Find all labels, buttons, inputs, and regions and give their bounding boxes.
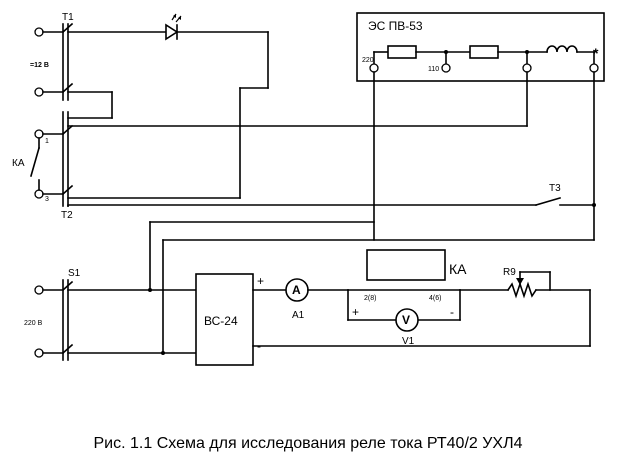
figure-caption: Рис. 1.1 Схема для исследования реле ток… (94, 435, 523, 452)
ammeter-ref: A1 (292, 310, 305, 321)
es-star-label: * (593, 45, 599, 61)
es-110-label: 110 (428, 66, 439, 73)
contact-3-label: 3 (45, 196, 49, 203)
t1-label: T1 (62, 12, 74, 23)
relay-label: КА (449, 261, 467, 277)
s1-label: S1 (68, 268, 81, 279)
voltmeter-ref: V1 (402, 336, 415, 347)
es-pv53-unit (356, 12, 605, 82)
rectifier-block (195, 273, 254, 366)
ka-contact-label: КА (12, 158, 25, 169)
rheostat-label: R9 (503, 267, 516, 278)
t2-contact-group (30, 111, 528, 207)
s1-switch-group (34, 279, 197, 361)
es-pv53-title: ЭС ПВ-53 (368, 19, 423, 33)
es-220-label: 220 (362, 57, 374, 64)
rectifier-plus: + (257, 274, 264, 288)
contact-1-label: 1 (45, 138, 49, 145)
relay-plus: + (352, 305, 359, 319)
relay-minus: - (450, 305, 454, 319)
voltmeter (395, 308, 419, 332)
t1-contact-group (34, 13, 269, 199)
led-indicator (165, 13, 182, 41)
relay-pin-right: 4(6) (429, 295, 441, 302)
rectifier-label: ВС-24 (204, 314, 238, 328)
rheostat-r9 (506, 271, 591, 299)
voltmeter-symbol: V (402, 313, 410, 327)
relay-pin-left: 2(8) (364, 295, 376, 302)
supply-dc-label: =12 В (30, 62, 49, 69)
supply-ac-label: 220 В (24, 320, 43, 327)
ammeter-symbol: A (292, 283, 301, 297)
t3-contact (67, 197, 596, 207)
t3-label: T3 (549, 183, 561, 194)
relay-ka (347, 249, 461, 321)
t2-label: T2 (61, 210, 73, 221)
